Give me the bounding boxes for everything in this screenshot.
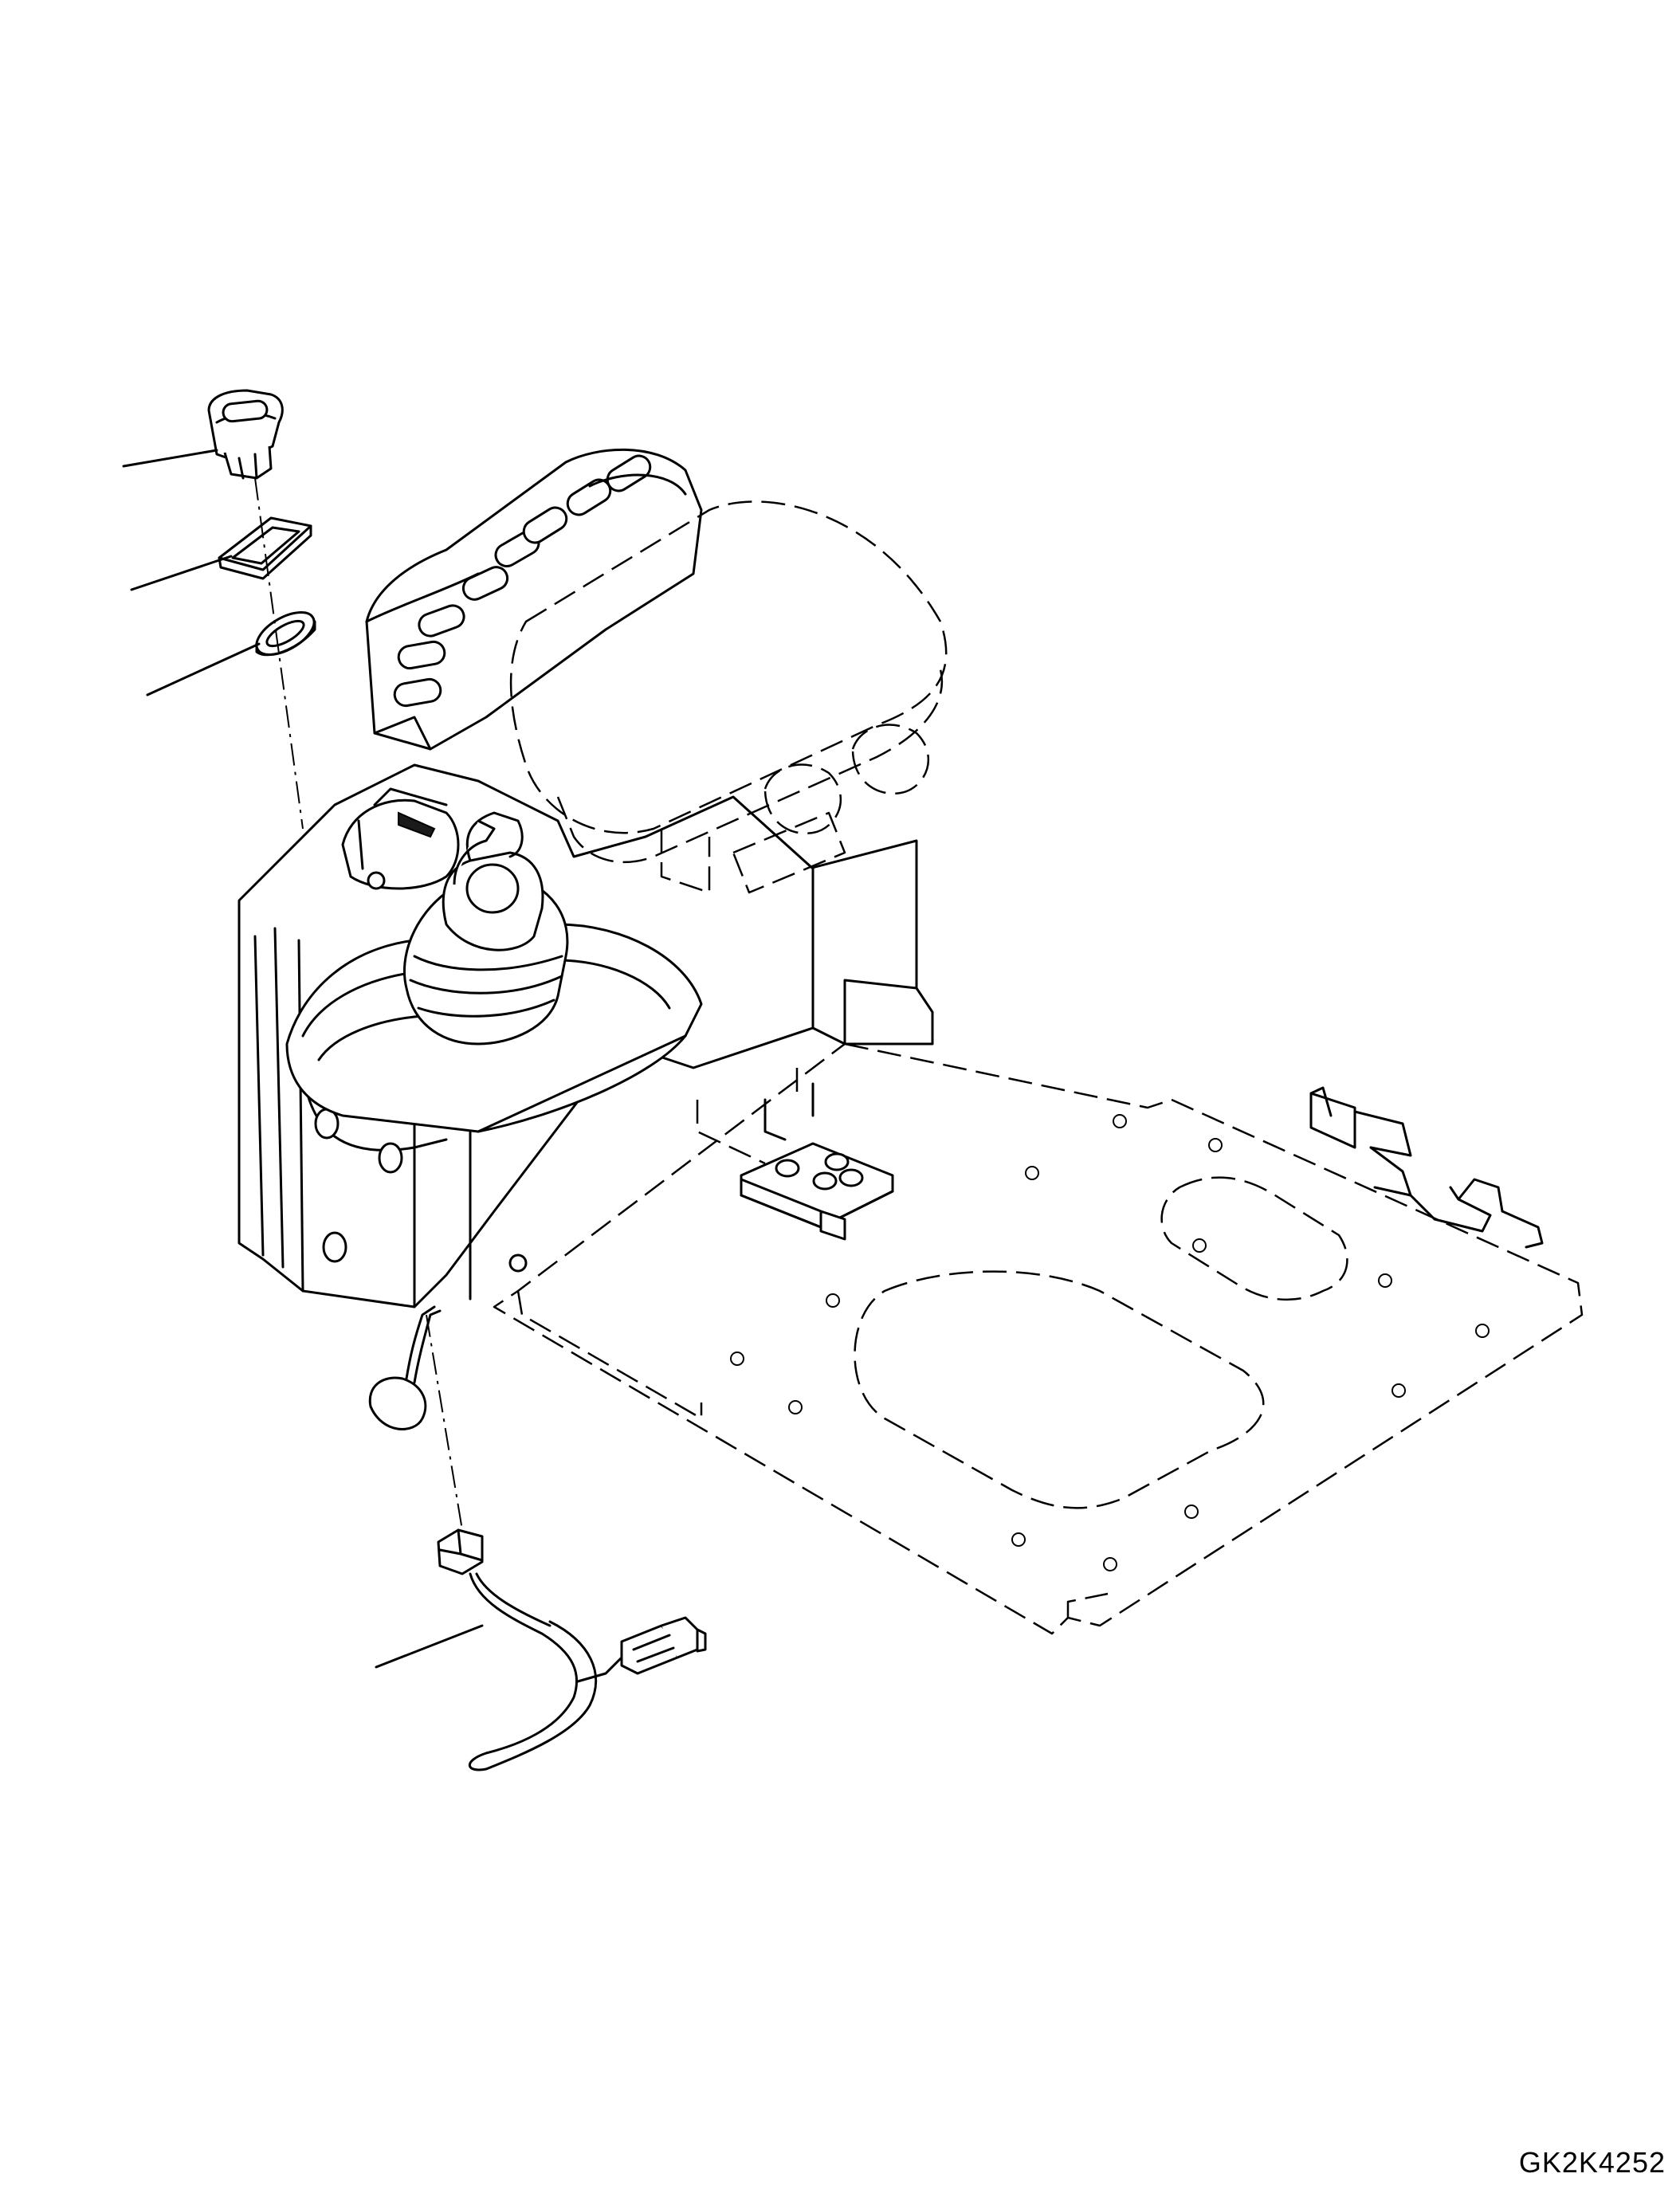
- bezel-part: [218, 516, 312, 580]
- harness-centerline: [426, 1314, 463, 1531]
- floor-plate: [493, 1042, 1584, 1635]
- leader-seal: [146, 642, 261, 696]
- switch-panel: [365, 448, 703, 751]
- seal-part: [255, 611, 316, 657]
- wiring-harness-part: [437, 1528, 707, 1771]
- armrest: [509, 500, 948, 894]
- bolt-block: [740, 1082, 894, 1241]
- callout-leaders: [122, 449, 484, 1669]
- leader-harness: [375, 1624, 484, 1669]
- leader-bezel: [130, 555, 233, 591]
- rear-bracket: [1309, 1086, 1544, 1249]
- switch-part: [207, 389, 284, 480]
- harness-ball: [368, 1305, 442, 1430]
- leader-switch: [122, 449, 218, 468]
- assembly-centerline: [254, 477, 304, 830]
- joystick-pod: [285, 787, 703, 1133]
- panel-switches: [393, 454, 652, 708]
- plate-holes: [511, 1114, 1490, 1571]
- drawing-number: GK2K4252: [1518, 2146, 1666, 2179]
